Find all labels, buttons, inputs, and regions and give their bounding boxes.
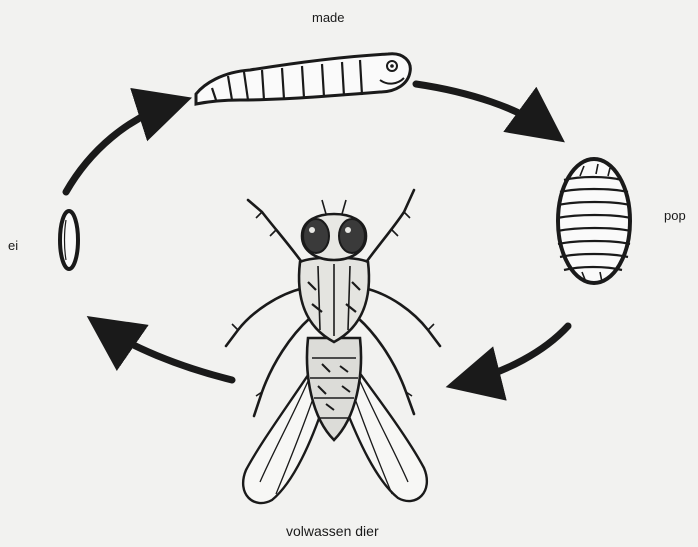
arrow-egg-to-larva — [66, 104, 172, 192]
label-larva: made — [312, 10, 345, 25]
label-adult: volwassen dier — [286, 523, 379, 539]
label-egg: ei — [8, 238, 18, 253]
larva-illustration — [196, 54, 410, 104]
egg-illustration — [60, 211, 78, 269]
pupa-illustration — [557, 159, 631, 283]
fly-right-eye — [339, 219, 365, 253]
adult-fly-illustration — [226, 190, 440, 503]
fly-left-eye — [303, 219, 329, 253]
arrow-pupa-to-adult — [466, 326, 568, 382]
arrow-larva-to-pupa — [416, 84, 548, 130]
arrow-adult-to-egg — [104, 328, 232, 380]
label-pupa: pop — [664, 208, 686, 223]
